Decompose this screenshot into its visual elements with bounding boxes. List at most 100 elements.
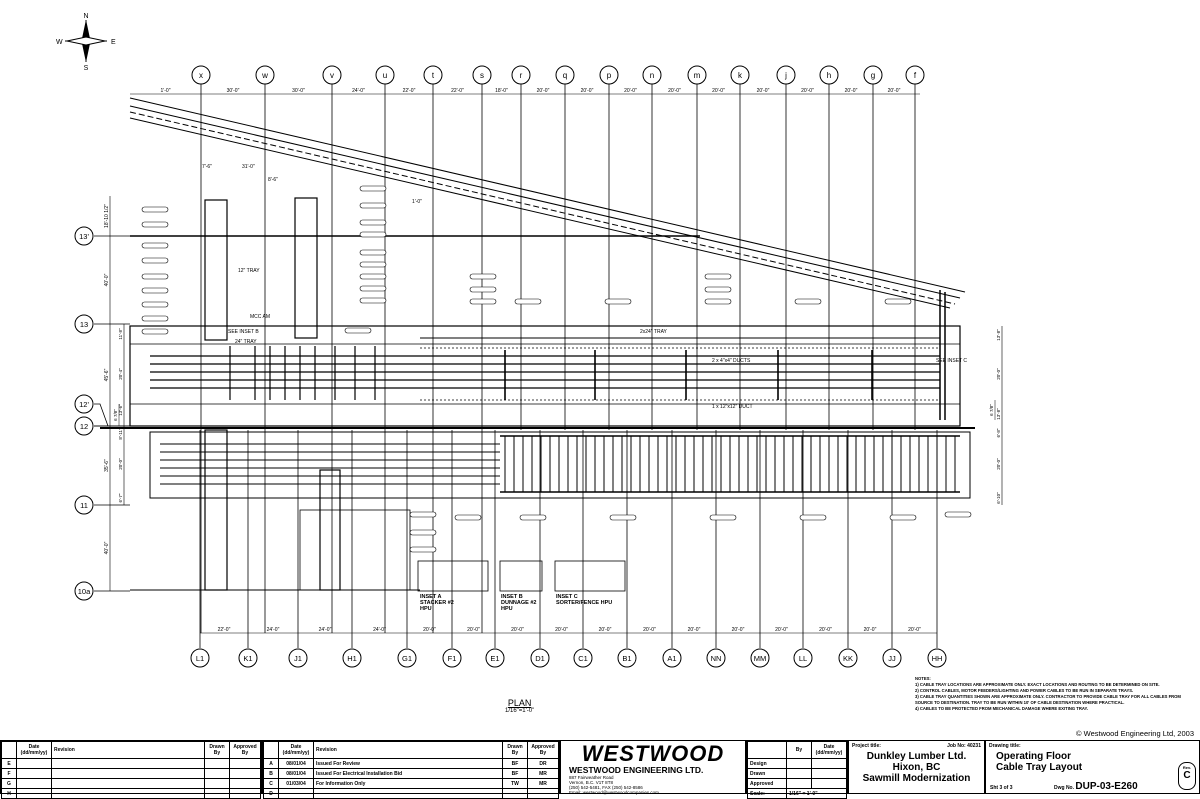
dim-7-6: 7'-6" [202, 164, 212, 170]
grid-bubble-f [905, 65, 925, 85]
mcc-label: MCC AM [250, 314, 270, 320]
cable-tag [359, 261, 387, 268]
revision-approved: DR [527, 758, 559, 769]
signoff-drawn: Drawn [747, 768, 787, 779]
row-dim: 35'-6" [104, 459, 110, 472]
row-inner-dim: 11'-8" [118, 328, 123, 340]
revision-rev: G [1, 778, 17, 789]
top-dim: 20'-0" [757, 88, 770, 94]
revision-approved [229, 758, 261, 769]
grid-label-u: u [383, 71, 387, 80]
plan-caption: PLAN 1/16"=1'-0" [505, 698, 534, 714]
grid-label-K1: K1 [243, 654, 252, 663]
top-dim: 20'-0" [888, 88, 901, 94]
hdr-approved: Approved By [229, 741, 261, 759]
inset-a-sub1: STACKER #2 [420, 600, 454, 606]
revision-rev: F [1, 768, 17, 779]
revision-row: E [1, 758, 261, 769]
revision-rev: E [1, 758, 17, 769]
plan-title: PLAN [507, 698, 532, 708]
cable-tag [359, 273, 387, 280]
top-dim: 20'-0" [537, 88, 550, 94]
cable-tag [359, 185, 387, 192]
plan-scale: 1/16"=1'-0" [505, 708, 535, 714]
inset-a-title: INSET A [420, 594, 442, 600]
cable-tag [454, 514, 482, 521]
revision-approved [229, 778, 261, 789]
job-no: 40231 [967, 743, 981, 749]
grid-bubble-q [555, 65, 575, 85]
signoff-by: By [786, 741, 812, 759]
bottom-dim: 20'-0" [643, 627, 656, 633]
revision-rev: B [263, 768, 279, 779]
grid-bubble-s [472, 65, 492, 85]
grid-label-MM: MM [754, 654, 767, 663]
row-inner-dim: 13'-6" [118, 404, 123, 416]
row-inner-dim: 20'-4" [118, 368, 123, 380]
grid-label-E1: E1 [490, 654, 499, 663]
row-dim: 40'-0" [104, 273, 110, 286]
rev-letter: C [1183, 770, 1191, 781]
bottom-dim: 20'-0" [732, 627, 745, 633]
grid-label-x: x [199, 71, 203, 80]
company-address2: Vernon, B.C. V1T 8T8 [569, 780, 613, 785]
revision-desc: Issued For Electrical Installation Bid [313, 768, 503, 779]
grid-label-C1: C1 [578, 654, 588, 663]
company-name: WESTWOOD ENGINEERING LTD. [569, 765, 704, 775]
row-bubble-12' [74, 394, 94, 414]
row-label-10a: 10a [78, 587, 91, 596]
row-bubble-11 [74, 495, 94, 515]
right-dim: 13'-8" [996, 408, 1001, 420]
revision-desc [51, 778, 205, 789]
grid-label-B1: B1 [622, 654, 631, 663]
row-bubble-10a [74, 581, 94, 601]
top-dim: 20'-0" [624, 88, 637, 94]
bottom-dim: 20'-0" [555, 627, 568, 633]
cable-tag [141, 221, 169, 228]
grid-bubble-MM [750, 648, 770, 668]
row-bubble-12 [74, 416, 94, 436]
top-dim: 30'-0" [292, 88, 305, 94]
see-inset-c-label: SEE INSET C [936, 358, 967, 364]
dwg-number: DUP-03-E260 [1075, 781, 1138, 792]
revision-desc [51, 758, 205, 769]
grid-bubble-u [375, 65, 395, 85]
cable-trays [204, 197, 960, 591]
grid-label-LL: LL [799, 654, 807, 663]
grid-label-G1: G1 [402, 654, 412, 663]
cable-tag [704, 298, 732, 305]
bottom-dim: 22'-0" [218, 627, 231, 633]
row-inner-dim: 20'-0" [118, 458, 123, 470]
bottom-dim: 20'-0" [688, 627, 701, 633]
grid-label-KK: KK [843, 654, 853, 663]
company-block: WESTWOOD WESTWOOD ENGINEERING LTD. 887 F… [560, 740, 746, 795]
compass-e: E [111, 39, 116, 46]
inclined-conveyor [129, 97, 966, 420]
bottom-dim: 20'-0" [467, 627, 480, 633]
cable-tag [141, 287, 169, 294]
top-dim: 20'-0" [801, 88, 814, 94]
note-4: 4) CABLES TO BE PROTECTED FROM MECHANICA… [915, 706, 1089, 711]
hdr-date-fmt: (dd/mm/yy) [282, 750, 310, 756]
insets: INSET A STACKER #2 HPU INSET B DUNNAGE #… [417, 560, 626, 612]
company-address1: 887 Fairweather Road [569, 775, 614, 780]
revision-date: 01/03/04 [278, 778, 314, 789]
revision-rev: C [263, 778, 279, 789]
cable-tag [604, 298, 632, 305]
cable-tag [704, 273, 732, 280]
company-email: Email: westwood@westwoodcompanies.com [569, 790, 659, 795]
grid-bubble-n [642, 65, 662, 85]
revision-desc [51, 768, 205, 779]
grid-label-j: j [784, 71, 787, 80]
row-label-11: 11 [80, 501, 88, 510]
grid-label-w: w [261, 71, 268, 80]
grid-bubble-m [687, 65, 707, 85]
revision-date [16, 758, 52, 769]
cable-tag [359, 231, 387, 238]
grid-bubble-NN [706, 648, 726, 668]
grid-label-r: r [520, 71, 523, 80]
